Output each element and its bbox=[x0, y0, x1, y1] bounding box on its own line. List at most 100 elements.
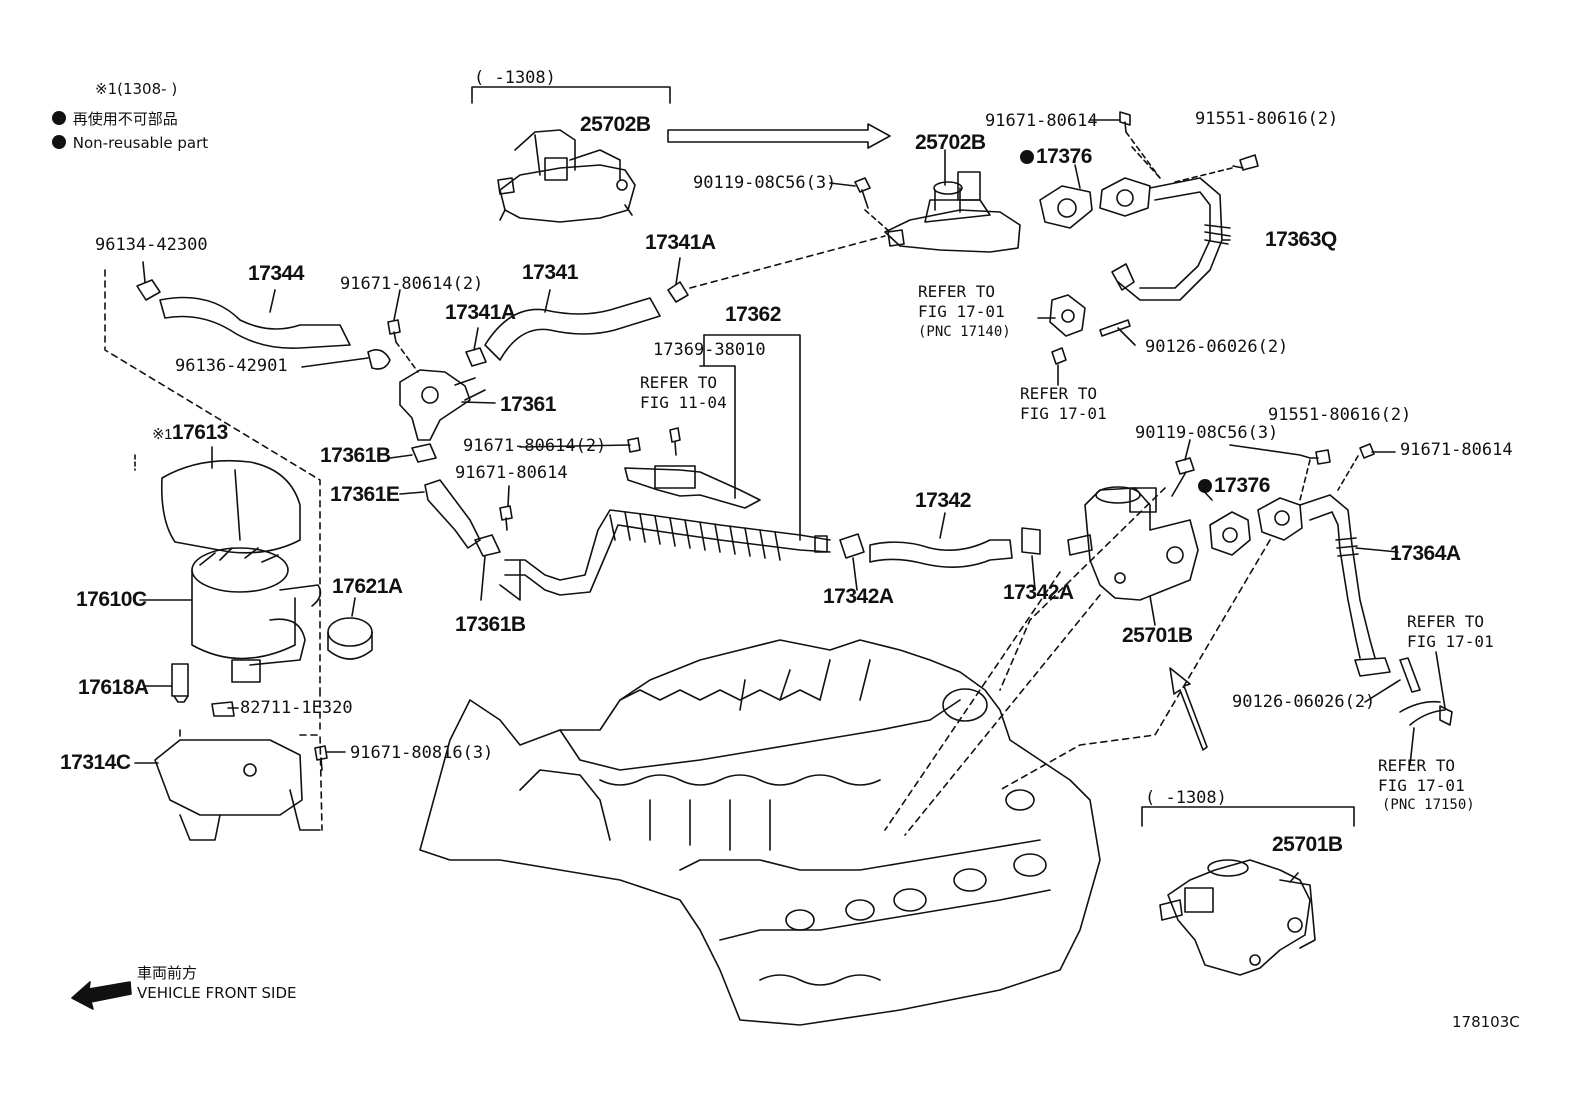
part-17342A-b[interactable]: 17342A bbox=[1003, 581, 1074, 604]
part-91671-816[interactable]: 91671-80816(3) bbox=[350, 743, 494, 763]
refer-fig-17-01-a-l1[interactable]: REFER TO bbox=[1020, 384, 1098, 403]
bolt-91671-c bbox=[499, 505, 513, 531]
part-91671-right[interactable]: 91671-80614 bbox=[1400, 440, 1513, 460]
part-17361E[interactable]: 17361E bbox=[330, 483, 400, 506]
part-96134[interactable]: 96134-42300 bbox=[95, 235, 208, 255]
part-82711[interactable]: 82711-1E320 bbox=[240, 698, 353, 718]
front-arrow bbox=[71, 981, 132, 1010]
front-side-en: VEHICLE FRONT SIDE bbox=[137, 984, 297, 1002]
part-91671-c[interactable]: 91671-80614 bbox=[455, 463, 568, 483]
part-17341A-top[interactable]: 17341A bbox=[645, 231, 716, 254]
gasket-17376-b bbox=[1209, 497, 1303, 556]
part-17613[interactable]: ※117613 bbox=[152, 422, 228, 443]
pump-cover-17613 bbox=[160, 459, 301, 554]
bolt-91671-top bbox=[1119, 111, 1131, 133]
legend-jp-text: 再使用不可部品 bbox=[72, 110, 178, 128]
air-pump-17610C bbox=[191, 547, 322, 683]
pipe-17362 bbox=[499, 509, 831, 601]
legend-footnote: ※1(1308- ) bbox=[95, 80, 178, 98]
bolt-91551-b bbox=[1309, 449, 1331, 465]
refer-fig-17-01-b-l1[interactable]: REFER TO bbox=[1407, 612, 1485, 631]
part-17344[interactable]: 17344 bbox=[248, 262, 304, 285]
part-17361B-a[interactable]: 17361B bbox=[320, 444, 391, 467]
part-90126-b[interactable]: 90126-06026(2) bbox=[1232, 692, 1376, 712]
valve-25701B-a bbox=[1067, 486, 1199, 601]
refer-fig-17-01-pnc-17140-l1[interactable]: REFER TO bbox=[918, 282, 996, 301]
part-17362[interactable]: 17362 bbox=[725, 303, 781, 326]
part-17376-a[interactable]: 17376 bbox=[1020, 146, 1092, 167]
part-17361[interactable]: 17361 bbox=[500, 393, 556, 416]
clamp-17361B-a bbox=[411, 443, 437, 463]
clamp-17342A-a bbox=[839, 533, 865, 559]
part-90126-a[interactable]: 90126-06026(2) bbox=[1145, 337, 1289, 357]
engine-block bbox=[419, 639, 1101, 1026]
part-17621A[interactable]: 17621A bbox=[332, 575, 403, 598]
bracket-17369 bbox=[624, 465, 761, 509]
non-reusable-dot-icon bbox=[1020, 150, 1034, 164]
refer-fig-17-01-a-l2[interactable]: FIG 17-01 bbox=[1020, 404, 1107, 423]
part-25701B-a[interactable]: 25701B bbox=[1122, 624, 1193, 647]
part-17342A-a[interactable]: 17342A bbox=[823, 585, 894, 608]
front-side-jp: 車両前方 bbox=[137, 964, 198, 982]
non-reusable-dot-icon bbox=[52, 111, 66, 125]
part-91551-top[interactable]: 91551-80616(2) bbox=[1195, 109, 1339, 129]
part-17376-b[interactable]: 17376 bbox=[1198, 475, 1270, 496]
hose-17342 bbox=[869, 539, 1013, 568]
part-91671-top[interactable]: 91671-80614 bbox=[985, 111, 1098, 131]
clamp-17361B-b bbox=[474, 534, 501, 557]
part-17341[interactable]: 17341 bbox=[522, 261, 578, 284]
refer-fig-17-01-b-l2[interactable]: FIG 17-01 bbox=[1407, 632, 1494, 651]
non-reusable-dot-icon bbox=[52, 135, 66, 149]
refer-fig-11-04-l1[interactable]: REFER TO bbox=[640, 373, 718, 392]
pipe-17363Q bbox=[1111, 177, 1231, 301]
valve-25702B-old bbox=[497, 129, 636, 223]
up-arrow bbox=[1169, 667, 1208, 751]
refer-fig-17-01-pnc-17150-l3[interactable]: (PNC 17150) bbox=[1382, 797, 1475, 813]
part-17314C[interactable]: 17314C bbox=[60, 751, 131, 774]
clamp-17342A-b bbox=[1021, 527, 1041, 555]
part-17361B-b[interactable]: 17361B bbox=[455, 613, 526, 636]
bracket-17314C bbox=[154, 739, 321, 841]
part-91671-2b[interactable]: 91671-80614(2) bbox=[463, 436, 607, 456]
part-25701B-old[interactable]: 25701B bbox=[1272, 833, 1343, 856]
refer-fig-17-01-pnc-17140-l3[interactable]: (PNC 17140) bbox=[918, 324, 1011, 340]
stud-90126-b bbox=[1399, 657, 1421, 693]
refer-fig-17-01-pnc-17140-l2[interactable]: FIG 17-01 bbox=[918, 302, 1005, 321]
part-17376-a-text: 17376 bbox=[1036, 145, 1092, 168]
legend-jp-note: 再使用不可部品 bbox=[52, 111, 178, 127]
part-17610C[interactable]: 17610C bbox=[76, 588, 147, 611]
bolt-91551-top bbox=[1232, 154, 1259, 171]
refer-fig-11-04-l2[interactable]: FIG 11-04 bbox=[640, 393, 727, 412]
part-90119-a[interactable]: 90119-08C56(3) bbox=[693, 173, 837, 193]
part-25702B-new[interactable]: 25702B bbox=[915, 131, 986, 154]
clamp-17341A-b bbox=[667, 281, 689, 303]
top-range-bracket bbox=[471, 86, 671, 104]
part-17342[interactable]: 17342 bbox=[915, 489, 971, 512]
bolt-90119-b bbox=[1171, 457, 1195, 497]
non-reusable-dot-icon bbox=[1198, 479, 1212, 493]
clamp-96136 bbox=[367, 349, 391, 370]
bolt-90119-a bbox=[854, 177, 871, 209]
part-17613-mark: ※1 bbox=[152, 426, 172, 443]
refer-fig-17-01-pnc-17150-l2[interactable]: FIG 17-01 bbox=[1378, 776, 1465, 795]
hose-17341 bbox=[484, 297, 661, 361]
part-96136[interactable]: 96136-42901 bbox=[175, 356, 288, 376]
part-17618A[interactable]: 17618A bbox=[78, 676, 149, 699]
part-17341A-small[interactable]: 17341A bbox=[445, 301, 516, 324]
figure-id: 178103C bbox=[1452, 1013, 1520, 1031]
refer-fig-17-01-pnc-17150-l1[interactable]: REFER TO bbox=[1378, 756, 1456, 775]
part-17363Q[interactable]: 17363Q bbox=[1265, 228, 1337, 251]
part-91671-2a[interactable]: 91671-80614(2) bbox=[340, 274, 484, 294]
hose-17344 bbox=[159, 296, 351, 349]
part-17364A[interactable]: 17364A bbox=[1390, 542, 1461, 565]
part-90119-b[interactable]: 90119-08C56(3) bbox=[1135, 423, 1279, 443]
legend-en-note: Non-reusable part bbox=[52, 135, 208, 151]
part-17369[interactable]: 17369-38010 bbox=[653, 340, 766, 360]
valve-25702B-new bbox=[884, 171, 1021, 253]
clamp-17341A-a bbox=[465, 347, 487, 367]
valve-25701B-old bbox=[1159, 859, 1316, 976]
part-25702B-old[interactable]: 25702B bbox=[580, 113, 651, 136]
part-91551-b[interactable]: 91551-80616(2) bbox=[1268, 405, 1412, 425]
